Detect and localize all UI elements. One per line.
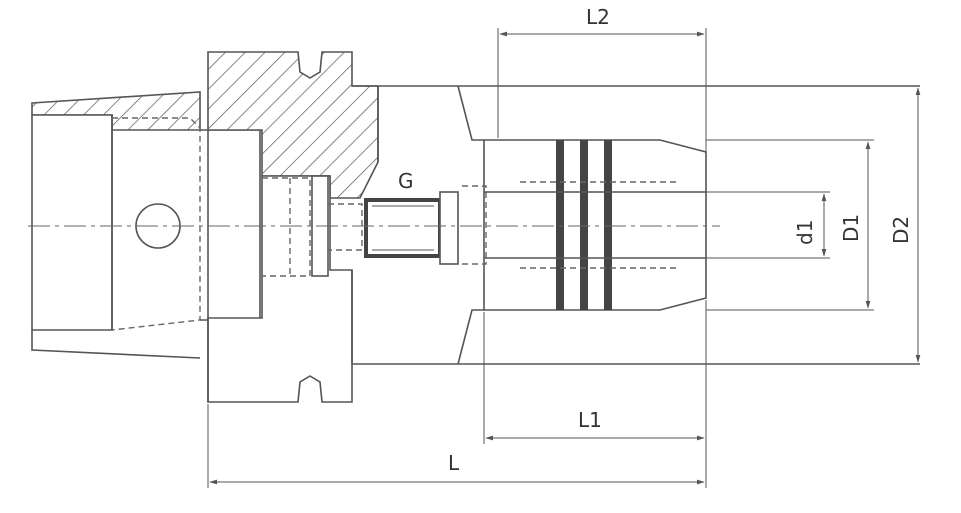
label-d1: d1 — [793, 220, 817, 245]
dimension-d2: D2 — [889, 87, 921, 363]
set-screw-g — [364, 191, 459, 265]
main-body — [351, 85, 920, 365]
label-l1: L1 — [578, 408, 602, 432]
dimension-l2: L2 — [497, 5, 707, 152]
label-g: G — [398, 169, 414, 193]
dimension-l1: L1 — [483, 300, 707, 444]
collet-nose — [462, 139, 707, 311]
dimension-big-d1: D1 — [706, 139, 874, 311]
dimension-l: L — [207, 404, 707, 488]
hsk-shank — [31, 91, 261, 359]
label-d2: D2 — [889, 216, 913, 244]
label-l: L — [448, 451, 460, 475]
label-l2: L2 — [586, 5, 610, 29]
dimension-d1: d1 — [706, 191, 830, 259]
label-big-d1: D1 — [839, 214, 863, 242]
